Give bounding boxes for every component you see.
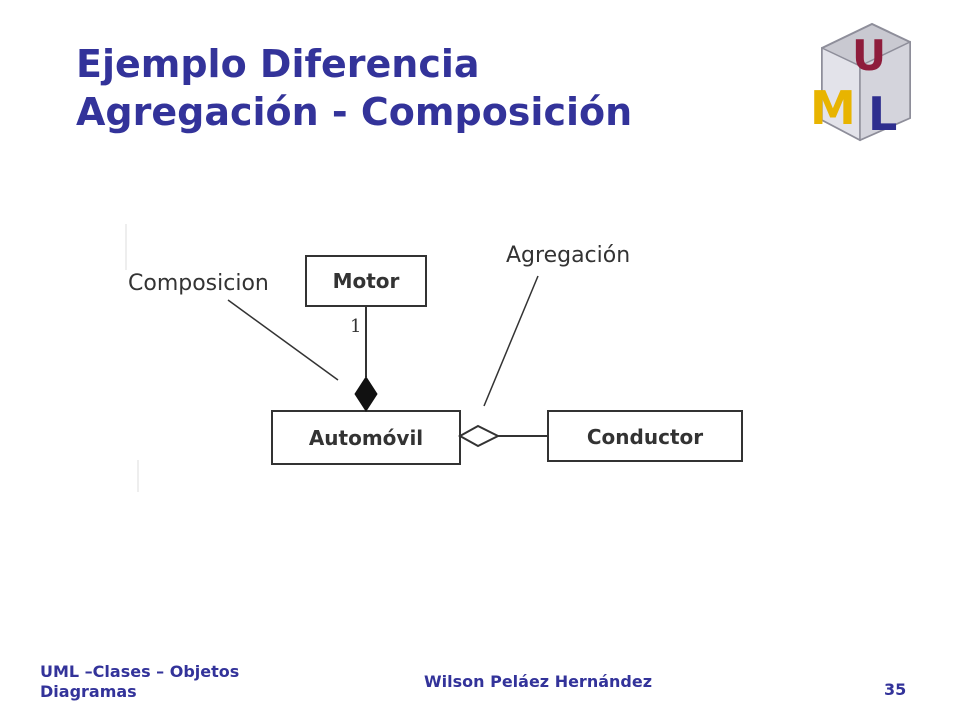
annotation-agregacion-leader	[483, 275, 539, 407]
uml-logo-icon: U M L	[810, 22, 911, 142]
annotation-agregacion: Agregación	[506, 243, 630, 268]
page-number: 35	[884, 680, 907, 699]
footer-course: UML –Clases – Objetos Diagramas	[40, 662, 239, 702]
class-diagram: Motor Automóvil Conductor 1 Composicion …	[125, 224, 743, 492]
composition-diamond	[354, 376, 378, 412]
logo-letter-m: M	[810, 81, 856, 135]
class-box-motor	[305, 255, 427, 307]
class-name-conductor: Conductor	[587, 425, 703, 449]
footer-course-line2: Diagramas	[40, 682, 137, 701]
slide-title-line1: Ejemplo Diferencia	[76, 42, 480, 86]
multiplicity-motor: 1	[350, 316, 361, 337]
logo-letter-u: U	[852, 31, 886, 80]
annotation-composicion: Composicion	[128, 271, 269, 296]
slide-title-line2: Agregación - Composición	[76, 90, 633, 134]
logo-letter-l: L	[868, 87, 897, 141]
slide-title: Ejemplo Diferencia Agregación - Composic…	[76, 40, 632, 136]
class-name-automovil: Automóvil	[309, 426, 423, 450]
footer-course-line1: UML –Clases – Objetos	[40, 662, 240, 681]
footer-author: Wilson Peláez Hernández	[424, 672, 653, 691]
aggregation-diamond	[457, 424, 501, 448]
class-name-motor: Motor	[333, 269, 400, 293]
annotation-composicion-leader	[227, 299, 339, 381]
